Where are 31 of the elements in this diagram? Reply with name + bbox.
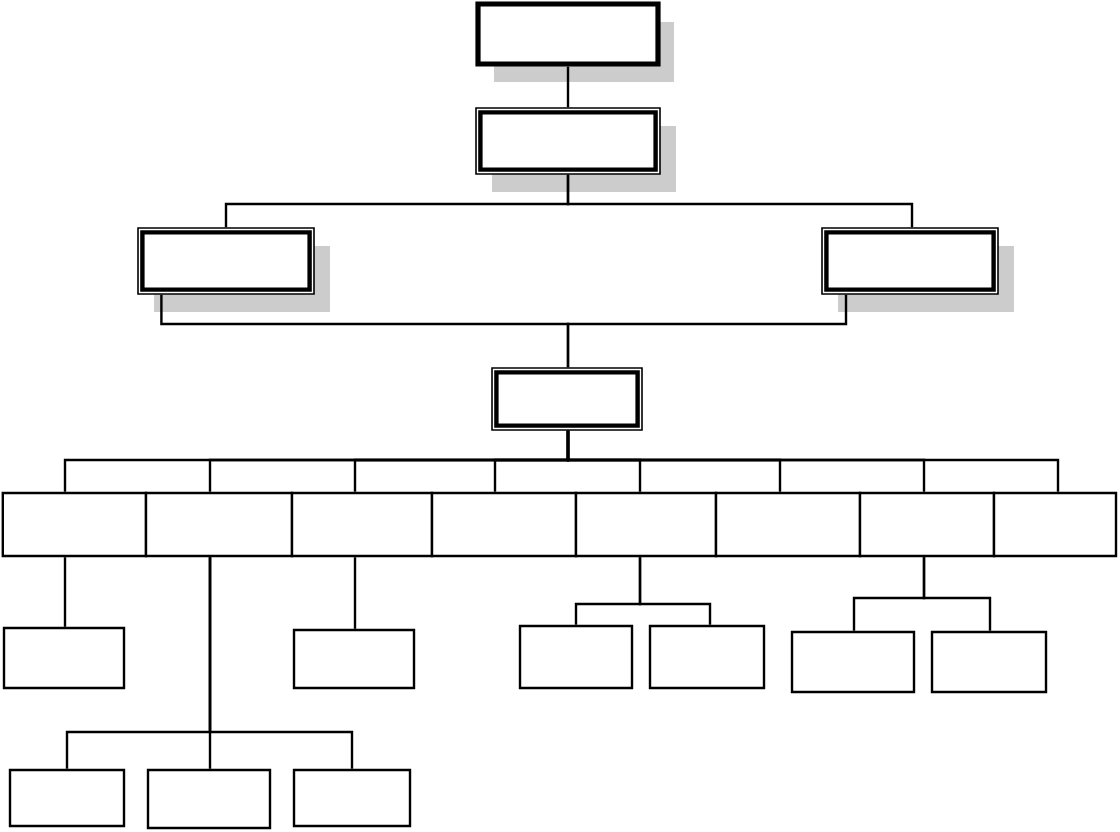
org-box <box>137 227 330 312</box>
org-box <box>518 624 634 690</box>
org-box <box>858 491 996 558</box>
connector <box>566 174 914 228</box>
connector <box>353 557 357 629</box>
connector <box>566 294 848 368</box>
org-box <box>146 768 272 830</box>
org-box <box>144 491 294 558</box>
org-box <box>292 768 412 828</box>
org-box <box>930 630 1048 694</box>
org-box <box>8 768 126 828</box>
org-box <box>475 107 676 192</box>
connector <box>638 557 712 625</box>
org-box <box>1 491 148 558</box>
org-box <box>475 1 674 82</box>
org-box <box>790 630 916 694</box>
connector <box>922 557 992 631</box>
connector <box>566 66 570 108</box>
org-box <box>2 626 126 690</box>
org-box <box>290 491 434 558</box>
org-box <box>648 624 766 690</box>
org-box <box>491 367 643 431</box>
org-box <box>714 491 862 558</box>
connector <box>566 430 1060 492</box>
connector <box>63 557 67 627</box>
connector <box>208 557 354 769</box>
org-box <box>430 491 578 558</box>
org-box <box>574 491 718 558</box>
org-box <box>292 628 416 690</box>
org-box <box>992 491 1118 558</box>
org-box <box>821 227 1014 312</box>
